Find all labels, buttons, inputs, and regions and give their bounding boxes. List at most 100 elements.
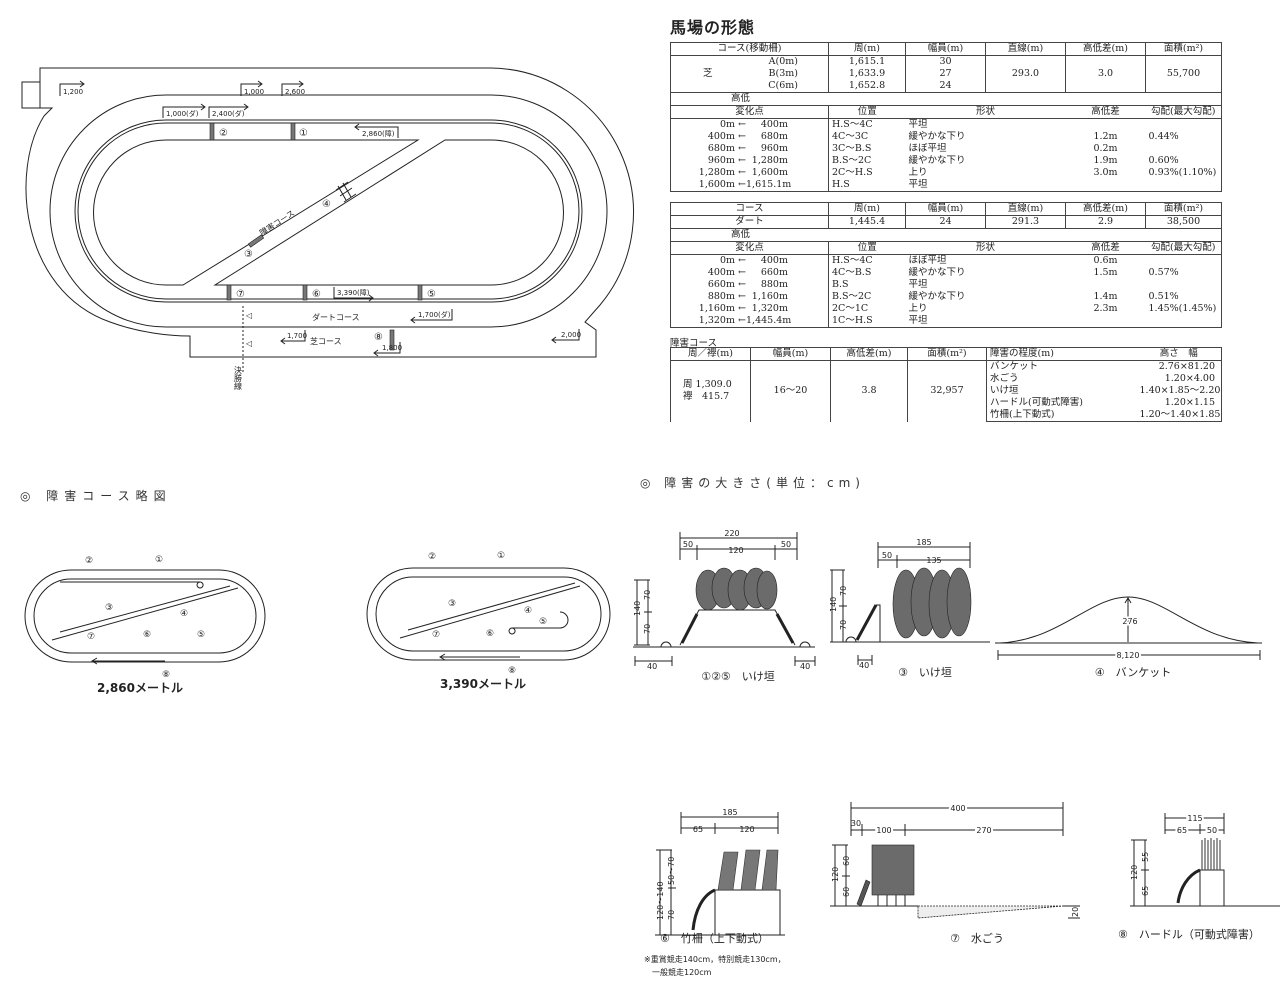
obstacle-6-label: ⑥ [312, 289, 321, 300]
from: 1,160m [698, 303, 735, 314]
column-header: 周／襷(m) [670, 347, 751, 361]
dim-hedge-a-base-left: 40 [647, 662, 657, 671]
dim-banquette-width: 8,120 [1117, 651, 1140, 660]
obstacle-hedge-b: 185 50 135 140 70 70 40 ③ いけ垣 [829, 538, 990, 679]
schematic-right-4: ④ [524, 606, 532, 616]
dim-hedge-a-height: 140 [633, 601, 642, 616]
dim-hurdle-left: 65 [1177, 826, 1187, 835]
obstacle-name: 水ごう [986, 373, 1137, 385]
caption-banquette: ④ バンケット [1095, 666, 1171, 679]
marker-1700-dirt: 1,700(ダ) [418, 310, 451, 319]
column-header: 高低差 [1065, 105, 1146, 119]
gradient: 0.44% [1145, 131, 1222, 143]
dim-water-height: 120 [831, 867, 840, 882]
gradient [1145, 118, 1222, 131]
finish-triangle-dirt: ◁ [245, 311, 252, 320]
schematic-left-distance: 2,860メートル [97, 681, 183, 695]
obstacle-bamboo: 185 65 120 120～140 50～70 70 ⑥ 竹柵（上下動式） ※… [644, 808, 786, 977]
jump-course-outer [77, 122, 580, 300]
column-header: 形状 [905, 105, 1066, 119]
dirt-course-outer [49, 94, 608, 328]
gradient: 0.93%(1.10%) [1145, 167, 1222, 179]
finish-line-label: 決勝線 [234, 365, 243, 390]
position: B.S～2C [828, 291, 906, 303]
obstacle-4-ladder [335, 181, 357, 203]
schematic-left-1: ① [155, 555, 163, 565]
schematic-left-2: ② [85, 556, 93, 566]
lap: 周 1,309.0 [683, 379, 732, 391]
marker-2860-jump: 2,860(障) [362, 129, 395, 138]
finish-triangle-turf: ◁ [245, 339, 252, 348]
elevation-diff: 1.5m [1093, 267, 1118, 278]
shape: 平坦 [908, 279, 928, 290]
dim-hedge-a-right: 50 [781, 540, 791, 549]
dim-hedge-a-left: 50 [683, 540, 693, 549]
to: 660m [760, 267, 788, 278]
schematic-left-8: ⑧ [162, 670, 170, 680]
dim-hedge-b-left: 50 [882, 551, 892, 560]
note-bamboo-2: 一般競走120cm [652, 967, 712, 977]
gradient: 0.51% [1145, 291, 1222, 303]
dirt-course-label: ダートコース [312, 312, 360, 322]
shape: ほぼ平坦 [908, 255, 947, 266]
gradient [1145, 254, 1222, 267]
from: 680m [707, 143, 735, 154]
shape: 緩やかな下り [908, 131, 966, 142]
width: 24 [905, 80, 986, 93]
obstacle-sizes-title: ◎ 障害の大きさ(単位：cm) [640, 476, 865, 490]
obstacle-4-label: ④ [322, 199, 331, 210]
schematic-right-1: ① [497, 551, 505, 561]
schematic-right-7: ⑦ [432, 630, 440, 640]
schematic-2860: ② ① ③ ④ ⑤ ⑥ ⑦ ⑧ 2,860メートル [24, 555, 266, 695]
elevation-diff: 0.6m [1093, 255, 1118, 266]
position: 2C～1C [828, 303, 906, 315]
from: 880m [707, 291, 735, 302]
column-header: 形状 [905, 241, 1066, 255]
gradient: 1.45%(1.45%) [1145, 303, 1222, 315]
schematic-left-4: ④ [180, 609, 188, 619]
dim-hedge-b-lower: 70 [839, 620, 848, 630]
marker-3390-jump: 3,390(障) [337, 288, 370, 297]
obstacle-hedge-a: 220 50 120 50 140 70 70 40 40 ①②⑤ いけ垣 [633, 529, 816, 683]
dim-hurdle-height: 120 [1130, 865, 1139, 880]
schematic-right-3: ③ [448, 599, 456, 609]
distance-markers: 1,200 1,000 2,600 1,000(ダ) 2,400(ダ) 2,86… [59, 80, 581, 357]
to: 880m [760, 279, 788, 290]
from: 1,600m [698, 179, 735, 190]
dim-hurdle-right: 50 [1207, 826, 1217, 835]
column-header: 勾配(最大勾配) [1145, 241, 1222, 255]
schematic-3390: ② ① ③ ④ ⑤ ⑥ ⑦ ⑧ 3,390メートル [366, 551, 611, 691]
obstacle-size: 2.76×81.20 [1136, 360, 1222, 373]
obstacle-2-marker [209, 122, 215, 141]
jump-course-caption: 障害コース [670, 338, 718, 349]
column-header: 面積(m²) [1145, 42, 1222, 56]
to: 680m [760, 131, 788, 142]
dim-hedge-a-lower: 70 [643, 624, 652, 634]
obstacle-5-label: ⑤ [427, 289, 436, 300]
obstacle-6-marker [302, 284, 308, 301]
obstacle-2-label: ② [219, 128, 228, 139]
gradient: 0.60% [1145, 155, 1222, 167]
marker-1200: 1,200 [63, 88, 83, 96]
arrow-icon: ← [738, 303, 746, 314]
schematic-title: ◎ 障害コース略図 [20, 489, 172, 503]
dim-water-lower: 60 [842, 887, 851, 897]
arrow-icon: ← [738, 291, 746, 302]
obstacle-1-label: ① [299, 128, 308, 139]
caption-bamboo: ⑥ 竹柵（上下動式） [660, 931, 769, 945]
caption-hurdle: ⑧ ハードル（可動式障害） [1118, 927, 1260, 941]
obstacle-8-marker [389, 329, 395, 351]
course-name: A(0m) [768, 56, 798, 67]
arrow-icon: ← [738, 119, 746, 130]
position: B.S [828, 279, 906, 291]
to: 1,615.1m [746, 179, 792, 190]
column-header: 高低差 [1065, 241, 1146, 255]
obstacle-banquette: 276 8,120 ④ バンケット [995, 596, 1262, 679]
